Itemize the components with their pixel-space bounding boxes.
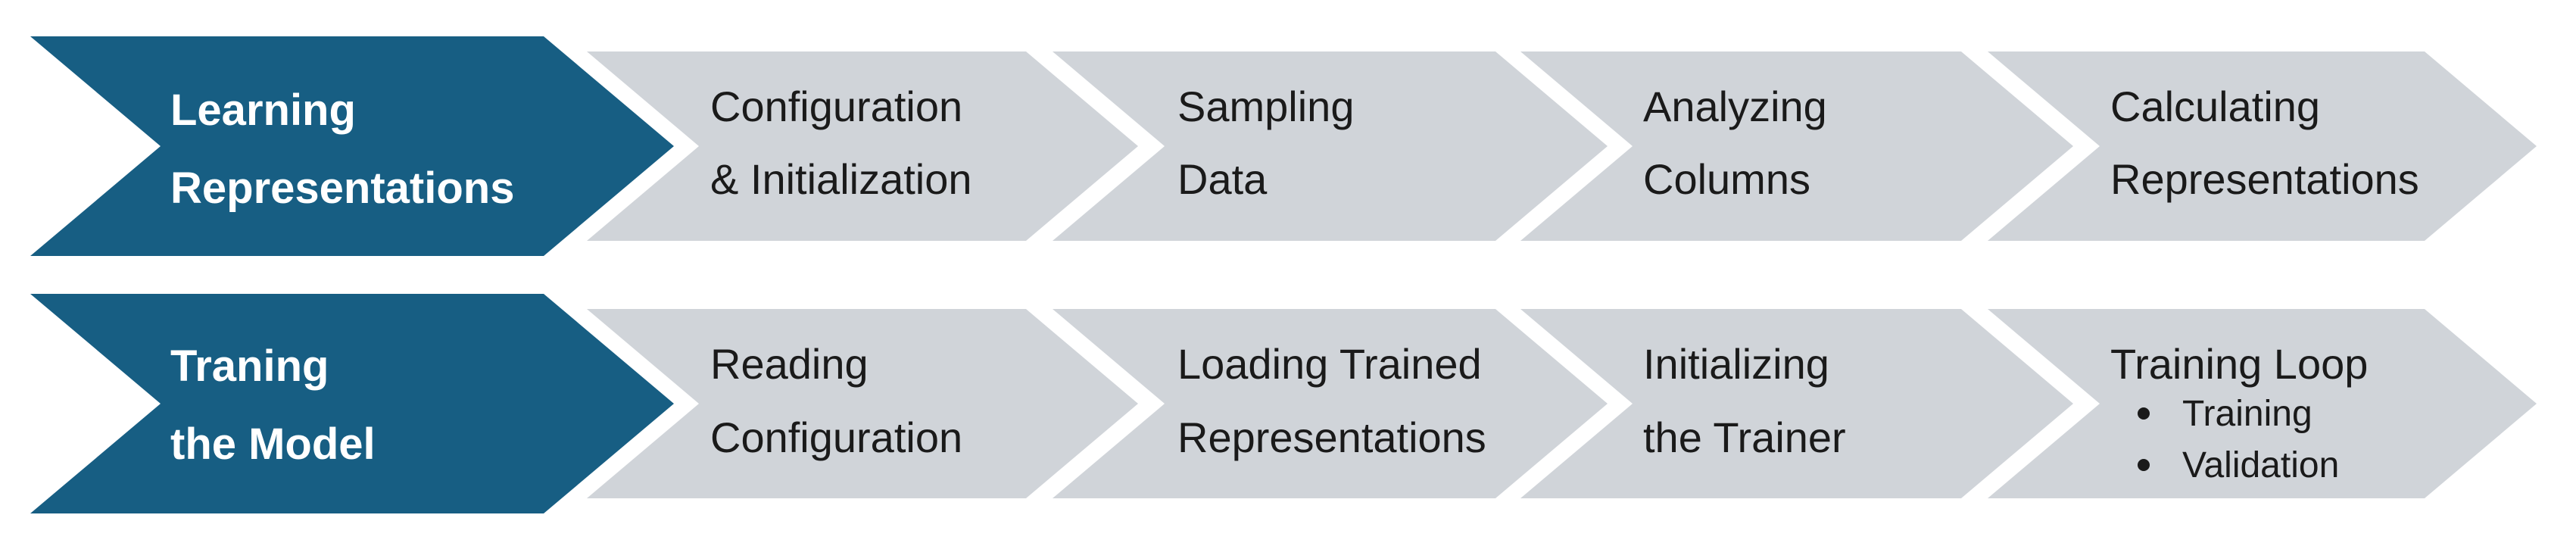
step-label-line1: Reading xyxy=(710,340,869,388)
step-chevron-analyzing xyxy=(1520,51,2073,241)
bullet-dot xyxy=(2138,407,2150,420)
step-chevron-calculating xyxy=(1988,51,2537,241)
step-label-line2: Columns xyxy=(1643,155,1810,203)
step-label-line1: Initializing xyxy=(1643,340,1829,388)
head-chevron-row-1 xyxy=(30,36,674,256)
step-label-line2: Configuration xyxy=(710,413,962,461)
head-label-line1: Traning xyxy=(170,342,329,391)
bullet-dot xyxy=(2138,459,2150,471)
step-chevron-configuration xyxy=(587,51,1138,241)
step-label-line1: Training Loop xyxy=(2110,340,2368,388)
head-label-line2: the Model xyxy=(170,420,376,469)
step-label-line1: Sampling xyxy=(1177,83,1354,130)
row-learning-representations: Learning Representations Configuration &… xyxy=(30,36,2537,256)
head-chevron-row-2 xyxy=(30,294,674,513)
step-label-line2: Representations xyxy=(2110,155,2419,203)
row-training-the-model: Traning the Model Reading Configuration … xyxy=(30,294,2537,513)
step-label-line1: Calculating xyxy=(2110,83,2320,130)
head-label-line2: Representations xyxy=(170,164,514,213)
step-chevron-training-loop xyxy=(1988,309,2537,498)
step-chevron-loading-representations xyxy=(1053,309,1608,498)
step-label-line2: & Initialization xyxy=(710,155,972,203)
step-chevron-sampling xyxy=(1053,51,1608,241)
step-chevron-initializing-trainer xyxy=(1520,309,2073,498)
step-chevron-reading-configuration xyxy=(587,309,1138,498)
head-label-line1: Learning xyxy=(170,86,356,135)
step-label-line1: Loading Trained xyxy=(1177,340,1482,388)
step-label-line1: Configuration xyxy=(710,83,962,130)
bullet-item: Validation xyxy=(2182,445,2339,485)
step-label-line2: the Trainer xyxy=(1643,413,1846,461)
step-label-line1: Analyzing xyxy=(1643,83,1827,130)
step-label-line2: Data xyxy=(1177,155,1268,203)
bullet-item: Training xyxy=(2182,394,2312,434)
step-label-line2: Representations xyxy=(1177,413,1486,461)
